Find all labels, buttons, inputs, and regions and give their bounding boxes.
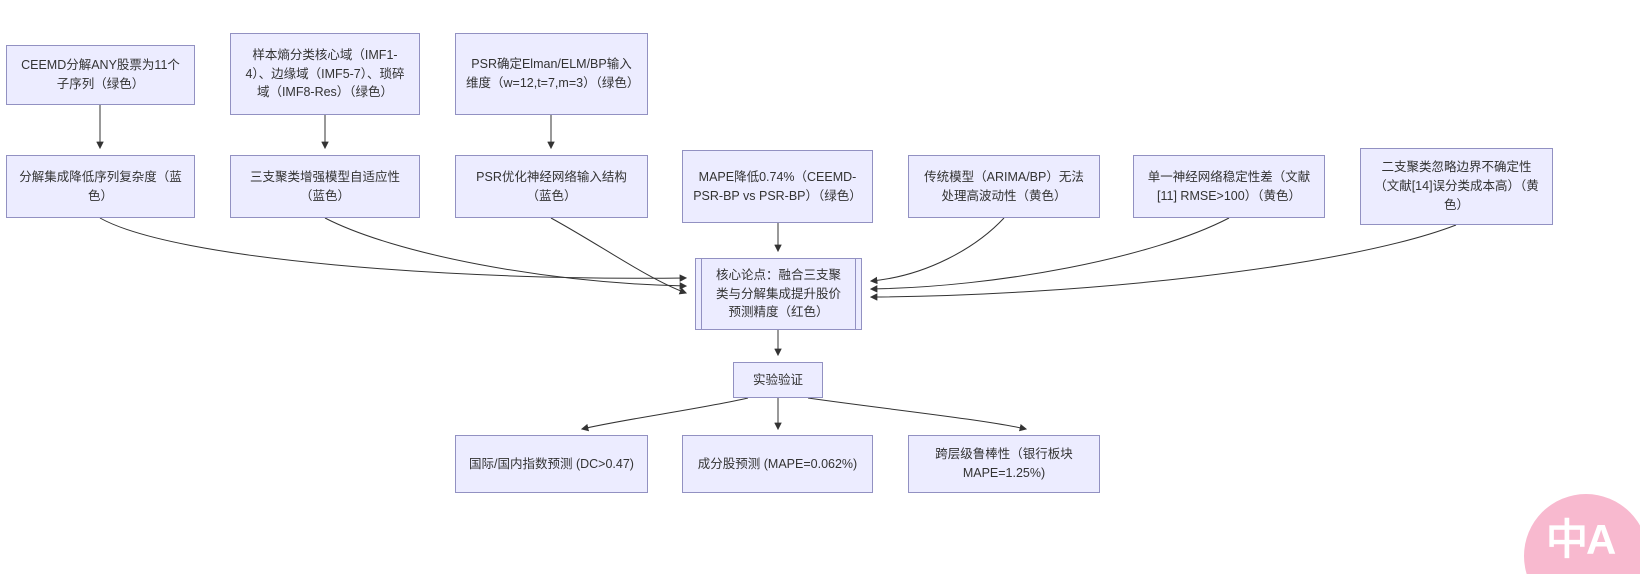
node-label: 成分股预测 (MAPE=0.062%) [697,456,858,471]
edge-structure-to-core [550,217,688,295]
node-robustness[interactable]: 跨层级鲁棒性（银行板块 MAPE=1.25%) [908,435,1100,493]
subroutine-border-line [855,259,856,329]
node-index-forecast[interactable]: 国际/国内指数预测 (DC>0.47) [455,435,648,493]
node-label: PSR优化神经网络输入结构（蓝色） [476,169,627,203]
node-label: PSR确定Elman/ELM/BP输入维度（w=12,t=7,m=3）（绿色） [466,57,640,90]
node-psr-dimension[interactable]: PSR确定Elman/ELM/BP输入维度（w=12,t=7,m=3）（绿色） [455,33,648,115]
edge-twoway-to-core [869,224,1457,301]
node-sample-entropy[interactable]: 样本熵分类核心域（IMF1-4）、边缘域（IMF5-7）、琐碎域（IMF8-Re… [230,33,420,115]
node-psr-structure[interactable]: PSR优化神经网络输入结构（蓝色） [455,155,648,218]
edge-adaptive-to-core [324,217,688,290]
node-label: 三支聚类增强模型自适应性（蓝色） [249,169,400,203]
node-two-way-limits[interactable]: 二支聚类忽略边界不确定性（文献[14]误分类成本高）（黄色） [1360,148,1553,225]
node-three-way-adaptive[interactable]: 三支聚类增强模型自适应性（蓝色） [230,155,420,218]
subroutine-border-line [701,259,702,329]
edge-traditional-to-core [869,217,1005,285]
node-label: 国际/国内指数预测 (DC>0.47) [469,456,634,471]
node-label: 核心论点：融合三支聚类与分解集成提升股价预测精度（红色） [715,267,841,320]
node-label: 分解集成降低序列复杂度（蓝色） [19,169,182,203]
edge-experiment-to-robustness [807,397,1028,432]
node-label: 样本熵分类核心域（IMF1-4）、边缘域（IMF5-7）、琐碎域（IMF8-Re… [245,47,405,100]
edge-complexity-to-core [99,217,688,282]
node-label: 单一神经网络稳定性差（文献[11] RMSE>100）（黄色） [1147,169,1311,203]
edge-singlenn-to-core [869,217,1230,293]
node-mape-improve[interactable]: MAPE降低0.74%（CEEMD-PSR-BP vs PSR-BP）（绿色） [682,150,873,223]
translate-icon: 中A [1546,516,1616,563]
node-label: 传统模型（ARIMA/BP）无法处理高波动性（黄色） [924,169,1084,203]
node-experiment[interactable]: 实验验证 [733,362,823,398]
node-ceemd-decompose[interactable]: CEEMD分解ANY股票为11个子序列（绿色） [6,45,195,105]
translate-button[interactable]: 中A [1524,494,1640,574]
node-label: 实验验证 [752,372,803,387]
node-single-nn-unstable[interactable]: 单一神经网络稳定性差（文献[11] RMSE>100）（黄色） [1133,155,1325,218]
node-label: 二支聚类忽略边界不确定性（文献[14]误分类成本高）（黄色） [1374,160,1539,212]
node-decompose-complexity[interactable]: 分解集成降低序列复杂度（蓝色） [6,155,195,218]
node-core-thesis[interactable]: 核心论点：融合三支聚类与分解集成提升股价预测精度（红色） [695,258,862,330]
node-constituent-forecast[interactable]: 成分股预测 (MAPE=0.062%) [682,435,873,493]
node-label: CEEMD分解ANY股票为11个子序列（绿色） [21,58,180,91]
node-traditional-limits[interactable]: 传统模型（ARIMA/BP）无法处理高波动性（黄色） [908,155,1100,218]
edge-experiment-to-index [580,397,749,432]
node-label: MAPE降低0.74%（CEEMD-PSR-BP vs PSR-BP）（绿色） [693,169,862,203]
node-label: 跨层级鲁棒性（银行板块 MAPE=1.25%) [935,447,1073,480]
